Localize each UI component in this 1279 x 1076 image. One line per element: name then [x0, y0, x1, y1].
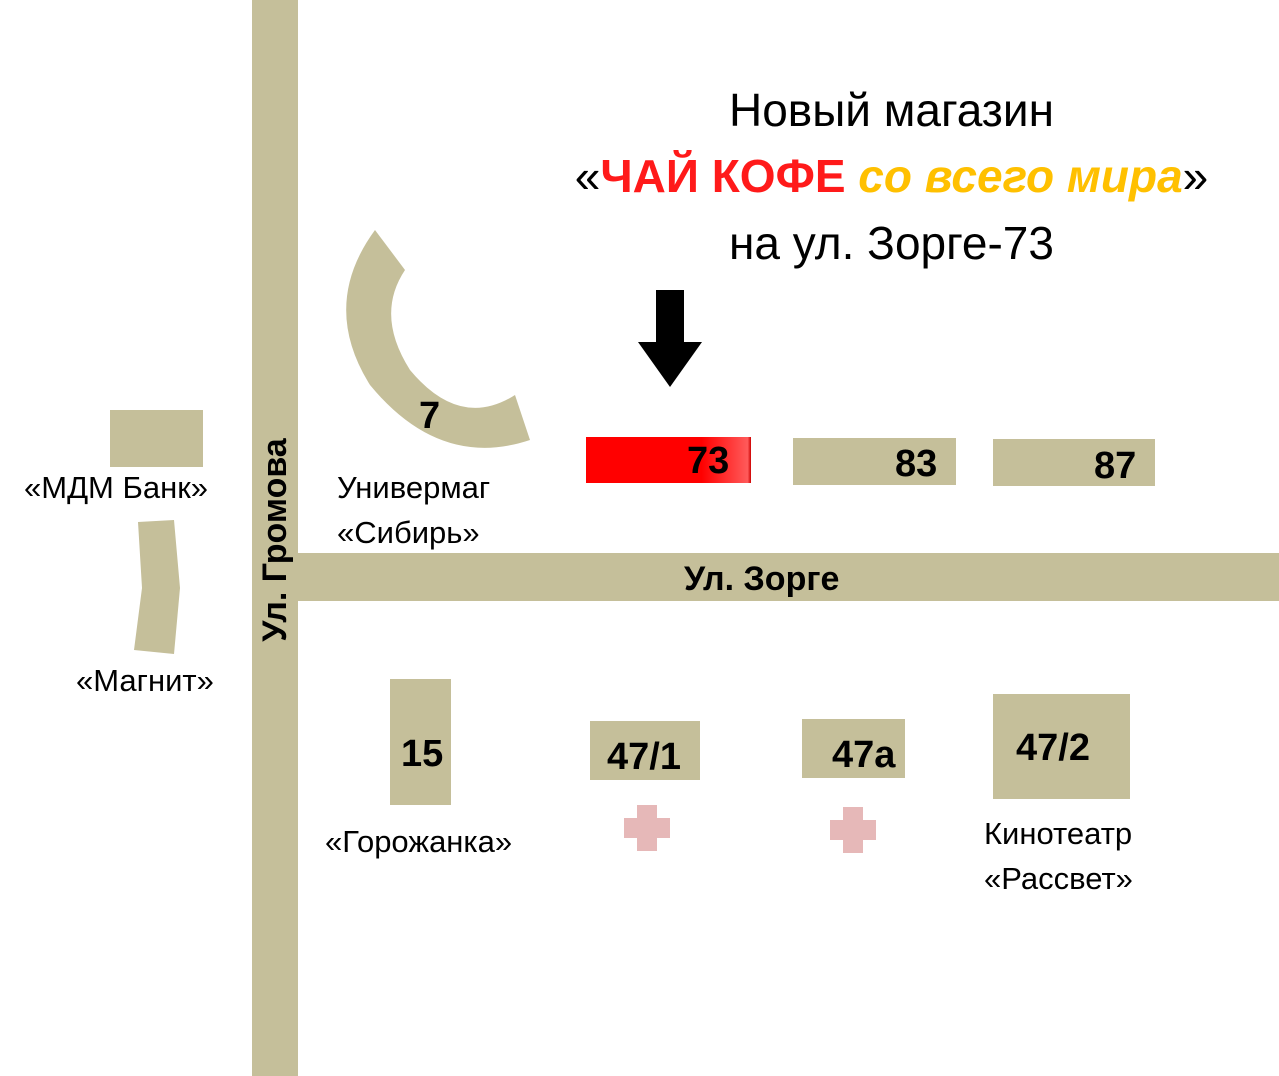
building-87 [993, 439, 1155, 486]
building-83 [793, 438, 956, 485]
building-47-2-number: 47/2 [1016, 727, 1090, 769]
mdm-bank-building [110, 410, 203, 467]
univermag-sibir-building [346, 230, 530, 448]
building-15-label: «Горожанка» [325, 824, 513, 859]
building-47a-number: 47а [832, 734, 896, 776]
magnit-label: «Магнит» [76, 663, 214, 698]
building-87-number: 87 [1094, 445, 1137, 487]
brand-name-red: ЧАЙ КОФЕ [600, 150, 846, 202]
univermag-label-line1: Универмаг [337, 470, 491, 505]
pharmacy-cross-icon [830, 807, 876, 853]
street-zorge-label: Ул. Зорге [684, 560, 840, 598]
building-47-1-number: 47/1 [607, 736, 681, 778]
magnit-building [134, 520, 180, 654]
mdm-bank-label: «МДМ Банк» [24, 470, 209, 505]
quote-open: « [574, 150, 601, 202]
street-zorge [252, 553, 1279, 601]
pharmacy-cross-icon [624, 805, 670, 851]
street-gromova [252, 0, 298, 1076]
cinema-label-line1: Кинотеатр [984, 816, 1133, 851]
building-7-number: 7 [419, 395, 441, 437]
building-15-number: 15 [401, 733, 444, 775]
building-83-number: 83 [895, 443, 938, 485]
quote-close: » [1182, 150, 1209, 202]
title-line-2: «ЧАЙ КОФЕ со всего мира» [0, 153, 1279, 199]
brand-name-yellow: со всего мира [858, 150, 1183, 202]
building-47-2 [993, 694, 1130, 799]
building-73-number: 73 [687, 440, 730, 482]
title-line-1: Новый магазин [728, 84, 1054, 136]
univermag-label-line2: «Сибирь» [337, 514, 480, 550]
building-47-1 [590, 721, 700, 780]
title-line-3: на ул. Зорге-73 [729, 217, 1054, 269]
cinema-label-line2: «Рассвет» [984, 860, 1133, 896]
building-15 [390, 679, 451, 805]
street-gromova-label: Ул. Громова [256, 438, 294, 642]
down-arrow-icon [638, 290, 702, 387]
building-73-target [586, 437, 751, 483]
building-47a [802, 719, 905, 778]
cinema-rassvet-label: Кинотеатр «Рассвет» [984, 812, 1133, 902]
univermag-label: Универмаг «Сибирь» [337, 466, 490, 556]
